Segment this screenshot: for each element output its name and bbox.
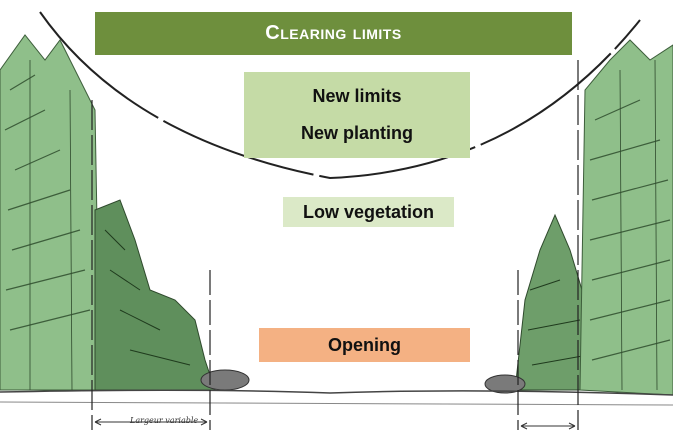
right-dimension-arrow	[520, 422, 576, 430]
width-note: Largeur variable	[130, 416, 199, 425]
new-planting-label: New planting	[301, 123, 413, 143]
new-limits-label: New limits	[312, 86, 402, 106]
title-banner: Clearing limits	[95, 12, 572, 55]
left-shrubs	[94, 199, 216, 391]
ground-line	[0, 389, 673, 396]
canopy-limit-arc	[39, 11, 641, 180]
right-conifers	[579, 39, 673, 396]
low-vegetation-label: Low vegetation	[283, 197, 454, 227]
limits-box: New limits New planting	[244, 72, 470, 158]
left-conifers	[0, 34, 101, 391]
left-dimension-arrow	[94, 418, 208, 426]
left-rock	[200, 369, 250, 391]
opening-label: Opening	[259, 328, 470, 362]
right-rock	[484, 374, 526, 394]
lower-ground-line	[0, 401, 673, 406]
